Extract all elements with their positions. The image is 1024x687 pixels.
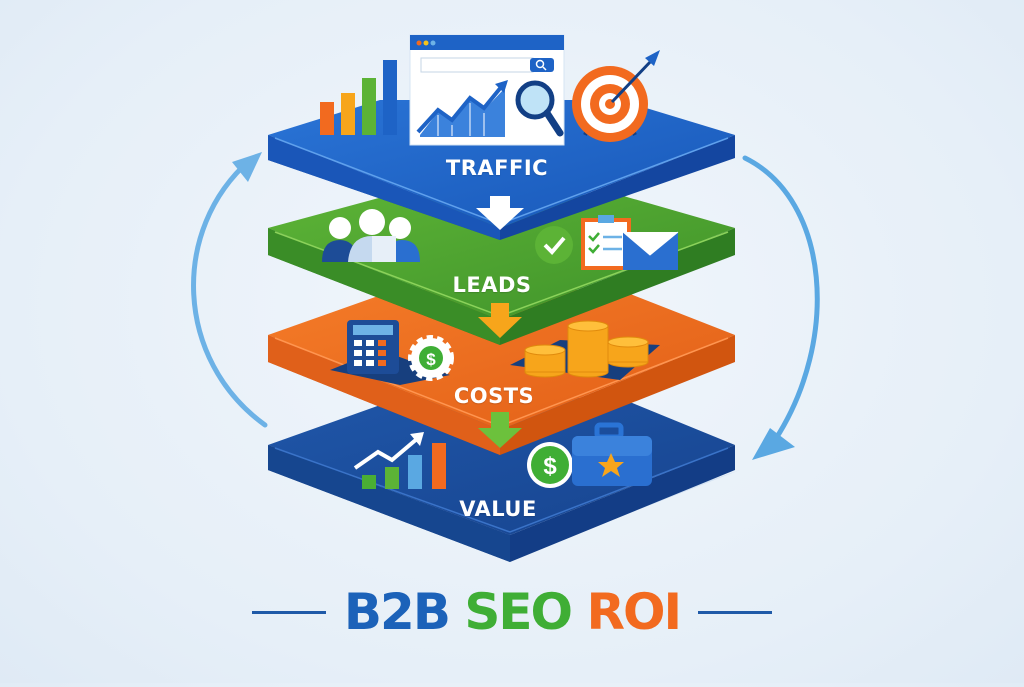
title-row: B2B SEO ROI <box>0 582 1024 642</box>
bar-chart-icon <box>320 60 397 135</box>
dollar-circle-icon: $ <box>527 442 573 488</box>
layer-leads <box>268 195 735 345</box>
title-word-seo: SEO <box>464 583 573 641</box>
calculator-icon <box>347 320 399 374</box>
people-group-icon <box>322 209 420 262</box>
page-title: B2B SEO ROI <box>343 582 682 642</box>
svg-text:$: $ <box>543 453 557 480</box>
layer-label-costs: COSTS <box>453 384 535 408</box>
briefcase-star-icon <box>572 422 652 486</box>
layer-costs: $ <box>268 290 735 455</box>
arrow-down-green-icon <box>478 412 522 448</box>
title-line-right <box>698 610 773 614</box>
title-line-left <box>251 610 326 614</box>
layer-label-value: VALUE <box>459 497 537 521</box>
trend-line-chart-icon <box>416 80 508 137</box>
layer-value: $ <box>268 398 735 562</box>
clipboard-checklist-icon <box>581 215 631 270</box>
title-word-b2b: B2B <box>343 583 451 641</box>
svg-text:$: $ <box>426 350 436 369</box>
layer-label-traffic: TRAFFIC <box>445 156 549 180</box>
growth-chart-arrow-icon <box>353 432 446 489</box>
coin-stacks-icon <box>524 320 649 378</box>
dollar-gear-icon: $ <box>408 335 454 381</box>
envelope-icon <box>622 231 679 270</box>
cycle-arrow-left-icon <box>191 152 268 428</box>
arrow-down-white-icon <box>476 196 524 230</box>
target-with-arrow-icon <box>572 50 660 142</box>
title-word-roi: ROI <box>586 583 682 641</box>
arrow-down-orange-icon <box>478 303 522 338</box>
cycle-arrow-right-icon <box>742 155 820 460</box>
layer-label-leads: LEADS <box>452 273 532 297</box>
checkmark-circle-icon <box>535 226 573 264</box>
layer-traffic <box>268 34 735 240</box>
magnifying-glass-icon <box>515 80 564 137</box>
